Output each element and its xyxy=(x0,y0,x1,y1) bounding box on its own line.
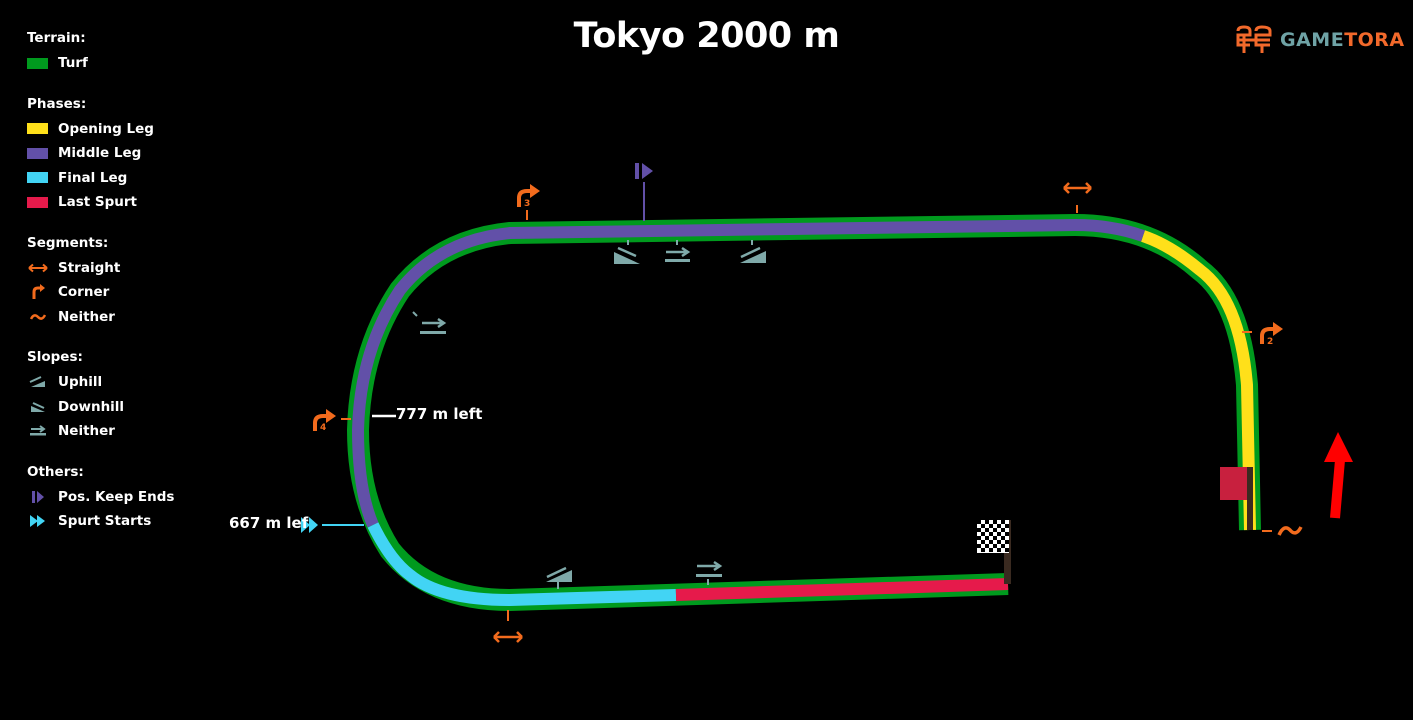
middle-leg-phase xyxy=(351,218,1146,528)
corner-4-marker: 4 xyxy=(313,409,351,433)
legend-others-heading: Others: xyxy=(27,463,84,480)
uphill-icon xyxy=(27,374,48,390)
middle-leg-swatch xyxy=(27,147,48,159)
legend-item-opening-leg: Opening Leg xyxy=(27,117,174,142)
neither-segment-marker xyxy=(1262,526,1303,536)
legend-item-last-spurt: Last Spurt xyxy=(27,190,174,215)
uphill-slope-marker-top xyxy=(740,240,766,263)
svg-text:3: 3 xyxy=(524,199,530,209)
flat-slope-marker-left xyxy=(412,311,447,334)
logo-text-game: GAME xyxy=(1280,29,1345,51)
corner-arrow-icon xyxy=(27,284,48,300)
logo-text-tora: TORA xyxy=(1344,29,1405,51)
flat-slope-marker-top xyxy=(665,240,691,262)
uphill-slope-marker-bottom xyxy=(546,566,572,589)
downhill-slope-marker xyxy=(614,240,640,264)
legend-label: Opening Leg xyxy=(58,120,154,137)
legend-label: Uphill xyxy=(58,374,103,391)
legend-item-uphill: Uphill xyxy=(27,370,174,395)
legend-item-middle-leg: Middle Leg xyxy=(27,141,174,166)
legend: Terrain: Turf Phases: Opening Leg Middle… xyxy=(27,30,174,534)
turf-track xyxy=(346,213,1261,612)
opening-leg-swatch xyxy=(27,123,48,135)
legend-slopes-heading: Slopes: xyxy=(27,349,83,365)
legend-item-downhill: Downhill xyxy=(27,395,174,420)
pos-keep-end-icon xyxy=(27,489,48,505)
last-spurt-swatch xyxy=(27,196,48,208)
legend-label: Downhill xyxy=(58,398,125,415)
corner-3-marker: 3 xyxy=(517,184,540,220)
legend-phases-heading: Phases: xyxy=(27,95,87,112)
straight-marker-bottom xyxy=(493,610,523,643)
page-title: Tokyo 2000 m xyxy=(573,16,840,56)
legend-label: Spurt Starts xyxy=(58,513,152,530)
legend-label: Neither xyxy=(58,308,115,325)
legend-segments-heading: Segments: xyxy=(27,234,109,251)
legend-label: Final Leg xyxy=(58,169,128,186)
svg-text:2: 2 xyxy=(1267,337,1273,347)
legend-label: Turf xyxy=(58,55,88,72)
legend-label: Last Spurt xyxy=(58,194,138,211)
flat-slope-marker-bottom xyxy=(696,560,723,585)
spurt-start-icon xyxy=(27,513,48,529)
direction-arrow-icon xyxy=(1324,432,1353,519)
turf-swatch xyxy=(27,57,48,69)
distance-label-667: 667 m lef xyxy=(229,514,309,532)
spurt-start-icon xyxy=(301,517,318,533)
flat-slope-icon xyxy=(27,423,48,439)
legend-item-final-leg: Final Leg xyxy=(27,166,174,191)
pos-keep-end-marker xyxy=(635,163,653,221)
legend-label: Neither xyxy=(58,423,115,440)
legend-item-corner: Corner xyxy=(27,280,174,305)
final-leg-phase xyxy=(367,522,677,607)
last-spurt-phase xyxy=(675,578,1009,601)
legend-label: Corner xyxy=(58,284,110,301)
legend-terrain-heading: Terrain: xyxy=(27,30,86,46)
corner-2-marker: 2 xyxy=(1242,322,1283,347)
legend-item-neither-slope: Neither xyxy=(27,419,174,444)
svg-text:4: 4 xyxy=(320,423,326,433)
gametora-logo-icon xyxy=(1236,25,1272,53)
legend-item-neither-segment: Neither xyxy=(27,305,174,330)
legend-item-pos-keep-ends: Pos. Keep Ends xyxy=(27,485,174,510)
legend-item-spurt-starts: Spurt Starts xyxy=(27,509,174,534)
downhill-icon xyxy=(27,399,48,415)
tilde-icon xyxy=(27,309,48,325)
legend-item-turf: Turf xyxy=(27,51,174,76)
finish-flag-icon xyxy=(977,520,1011,584)
final-leg-swatch xyxy=(27,172,48,184)
straight-marker-top xyxy=(1063,182,1092,213)
double-arrow-icon xyxy=(27,260,48,276)
opening-leg-phase xyxy=(1141,230,1256,531)
legend-item-straight: Straight xyxy=(27,256,174,281)
legend-label: Middle Leg xyxy=(58,145,142,162)
distance-label-777: 777 m left xyxy=(396,405,483,423)
gametora-logo[interactable]: GAMETORA xyxy=(1236,25,1405,55)
legend-label: Straight xyxy=(58,259,121,276)
legend-label: Pos. Keep Ends xyxy=(58,488,175,505)
